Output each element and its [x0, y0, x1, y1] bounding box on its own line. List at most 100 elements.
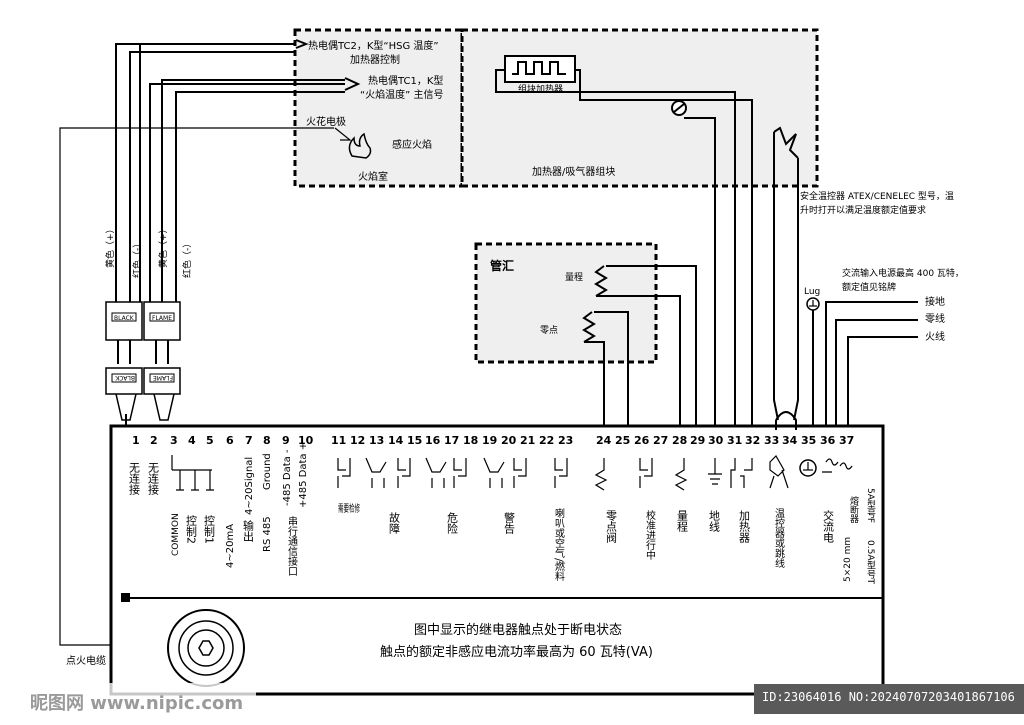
t9b-desc: 串行通信接口	[286, 516, 298, 576]
flame-chamber-box	[293, 28, 464, 188]
terminal-30: 30	[708, 434, 724, 447]
heater-desc: 加热器	[738, 510, 751, 544]
block-heater-coil	[512, 61, 566, 75]
terminal-12: 12	[350, 434, 365, 447]
earth-desc: 地线	[708, 510, 721, 532]
t3-desc: COMMON	[171, 513, 181, 556]
relay-note-line1: 图中显示的继电器触点处于断电状态	[414, 622, 622, 638]
terminal-28: 28	[672, 434, 687, 447]
fan-icon	[671, 100, 687, 116]
terminal-7: 7	[245, 434, 253, 447]
terminal-27: 27	[653, 434, 668, 447]
span-desc: 量程	[676, 510, 689, 533]
calib-desc: 校准进行中	[644, 509, 656, 561]
fuse-size-desc: 5×20 mm	[843, 537, 853, 582]
flame-connector-lower: FLAME	[143, 367, 181, 421]
watermark-id-text: ID:23064016 NO:20240707203401867106	[762, 690, 1015, 704]
zero-valve-desc: 零点阀	[605, 510, 618, 544]
manifold-label: 管汇	[490, 258, 514, 273]
terminal-5: 5	[206, 434, 214, 447]
ignition-cable-label: 点火电缆	[66, 654, 106, 667]
terminal-8: 8	[263, 434, 271, 447]
terminal-13: 13	[369, 434, 384, 447]
t5-desc: 控制1	[203, 514, 216, 544]
tc2-title: 热电偶TC2，K型“HSG 温度”	[308, 39, 439, 52]
fault-desc: 故障	[388, 511, 401, 534]
t7a-desc: 4~20Signal	[244, 457, 255, 515]
terminal-10: 10	[298, 434, 314, 447]
zero-valve-label: 零点	[540, 325, 558, 336]
t7b-desc: 输出	[242, 519, 255, 542]
ground-dot	[121, 593, 130, 602]
terminal-15: 15	[407, 434, 422, 447]
block-heater	[504, 55, 576, 83]
tc1-junction	[344, 77, 361, 91]
terminal-2: 2	[150, 434, 158, 447]
terminal-descriptions: 无连接 无连接 COMMON 控制2 控制1 4~20mA 4~20Signal…	[128, 442, 876, 585]
tc-yellow-plus-1: 黄色（+）	[104, 224, 116, 268]
safety-thermostat-line2: 升时打开以满足温度额定值要求	[800, 204, 926, 216]
fuse-f-desc: 5A型号F	[865, 488, 876, 523]
heater-module-label: 加热器/吸气器组块	[532, 165, 615, 178]
terminal-symbols	[171, 411, 853, 491]
t8a-desc: Ground	[262, 453, 273, 490]
horn-desc: 喇叭或空气/燃料	[553, 508, 565, 582]
span-valve-coil	[594, 265, 608, 297]
terminal-34: 34	[782, 434, 798, 447]
svg-text:FLAME: FLAME	[153, 374, 173, 381]
terminal-16: 16	[425, 434, 441, 447]
relay-note-line2: 触点的额定非感应电流功率最高为 60 瓦特(VA)	[380, 644, 653, 660]
ignition-connector	[167, 609, 245, 687]
zero-valve-coil	[582, 311, 596, 343]
terminal-37: 37	[839, 434, 854, 447]
black-connector-upper: BLACK	[105, 301, 143, 364]
lug-ground-icon	[806, 297, 820, 311]
terminal-31: 31	[727, 434, 742, 447]
terminal-35: 35	[801, 434, 816, 447]
thermostat-desc: 温控器或跳线	[773, 508, 785, 568]
terminal-20: 20	[501, 434, 517, 447]
safety-thermostat-line1: 安全温控器 ATEX/CENELEC 型号，温	[800, 190, 954, 202]
live-label: 火线	[925, 330, 945, 343]
t8b-desc: RS 485	[262, 516, 273, 552]
warn-desc: 警告	[503, 511, 516, 535]
terminal-9: 9	[282, 434, 290, 447]
black-connector-lower: BLACK	[105, 367, 143, 421]
block-heater-label: 组块加热器	[518, 83, 563, 95]
tc1-sub: “火焰温度” 主信号	[360, 88, 444, 101]
ac-input-line1: 交流输入电源最高 400 瓦特，	[842, 267, 964, 279]
sense-flame-label: 感应火焰	[392, 138, 432, 151]
ac-input-line2: 额定值见铭牌	[842, 281, 896, 293]
danger-desc: 危险	[446, 512, 459, 535]
ac-power-desc: 交流电	[822, 509, 835, 543]
neutral-label: 零线	[925, 312, 945, 325]
tc1-title: 热电偶TC1，K型	[368, 74, 443, 87]
terminal-21: 21	[520, 434, 535, 447]
maint-desc: 需要检修	[338, 502, 360, 515]
lug-label: Lug	[804, 287, 820, 297]
terminal-24: 24	[596, 434, 612, 447]
terminal-18: 18	[463, 434, 478, 447]
terminal-14: 14	[388, 434, 404, 447]
terminal-1: 1	[132, 434, 140, 447]
safety-thermostat-switch	[773, 126, 799, 159]
terminal-26: 26	[634, 434, 650, 447]
terminal-number-row: 1 2 3 4 5 6 7 8 9 10 11 12 13 14 15 16 1…	[132, 434, 854, 447]
t2-desc: 无连接	[147, 462, 160, 496]
terminal-6: 6	[226, 434, 234, 447]
protective-earth-icon	[799, 459, 817, 477]
terminal-11: 11	[331, 434, 346, 447]
terminal-19: 19	[482, 434, 497, 447]
watermark-site: 昵图网 www.nipic.com	[30, 693, 244, 714]
tc-red-minus-1: 红色（-）	[131, 239, 143, 278]
tc2-junction	[295, 39, 309, 49]
terminal-22: 22	[539, 434, 554, 447]
spark-electrode-wire	[334, 127, 352, 141]
tc2-sub: 加热器控制	[350, 53, 400, 66]
ground-label: 接地	[925, 295, 945, 308]
terminal-29: 29	[690, 434, 705, 447]
terminal-23: 23	[558, 434, 573, 447]
tc-yellow-plus-2: 黄色（+）	[157, 224, 169, 268]
watermark-logo: 昵图网 www.nipic.com	[6, 683, 256, 721]
